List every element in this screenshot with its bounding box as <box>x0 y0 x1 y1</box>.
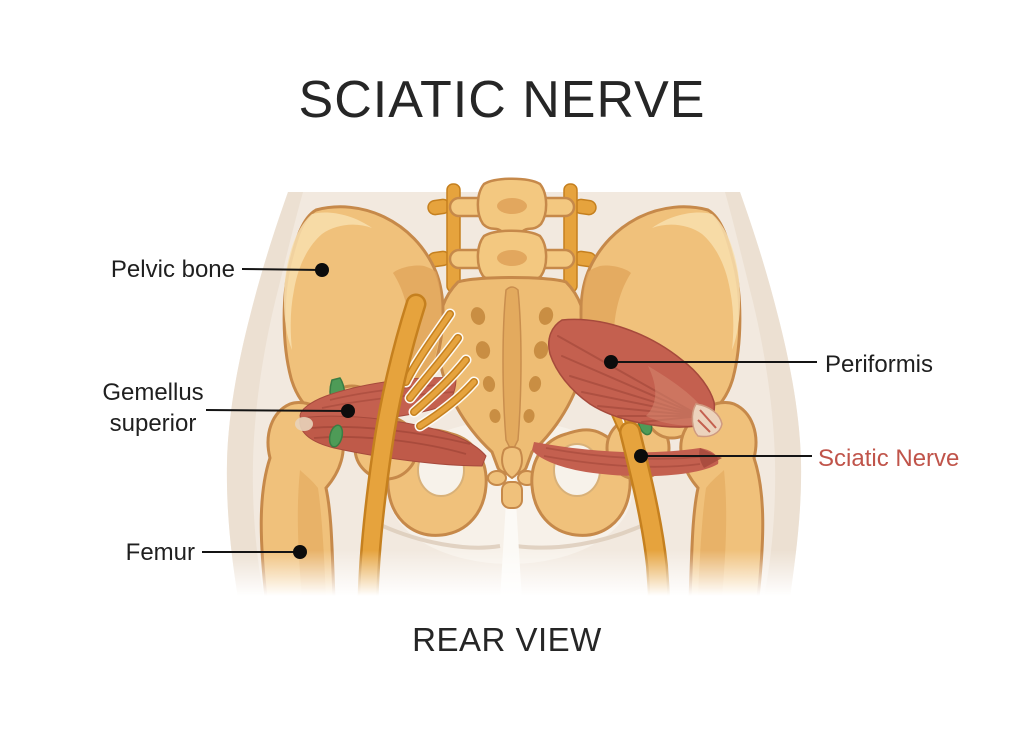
gluteal-crease-left <box>369 518 501 550</box>
sacrum <box>436 276 588 476</box>
view-label: REAR VIEW <box>412 621 602 658</box>
pointer-dot-pelvic-bone <box>315 263 329 277</box>
annotation-pointers <box>202 268 817 553</box>
pointer-dot-gemellus <box>341 404 355 418</box>
bottom-fade <box>170 550 860 604</box>
sacral-crest <box>502 286 522 454</box>
label-pelvic-bone: Pelvic bone <box>110 256 235 283</box>
label-femur: Femur <box>125 539 195 566</box>
label-gemellus-superior: Gemellus superior <box>102 379 204 437</box>
pointer-line-pelvic-bone <box>241 268 323 271</box>
tendon-left <box>295 417 313 431</box>
page-title: SCIATIC NERVE <box>298 71 706 129</box>
annotation-dots <box>293 263 648 559</box>
label-periformis: Periformis <box>825 351 934 378</box>
pointer-line-gemellus <box>205 409 349 412</box>
label-sciatic-nerve: Sciatic Nerve <box>818 445 960 472</box>
ligament-lower-left <box>328 424 344 448</box>
pointer-dot-sciatic-nerve <box>634 449 648 463</box>
piriformis-tendon-right <box>691 403 723 438</box>
pointer-dot-periformis <box>604 355 618 369</box>
gluteal-crease-right <box>515 518 655 550</box>
piriformis-right <box>548 318 723 438</box>
bottom-mask <box>170 598 860 618</box>
sacral-foramina <box>470 307 554 423</box>
pointer-dot-femur <box>293 545 307 559</box>
